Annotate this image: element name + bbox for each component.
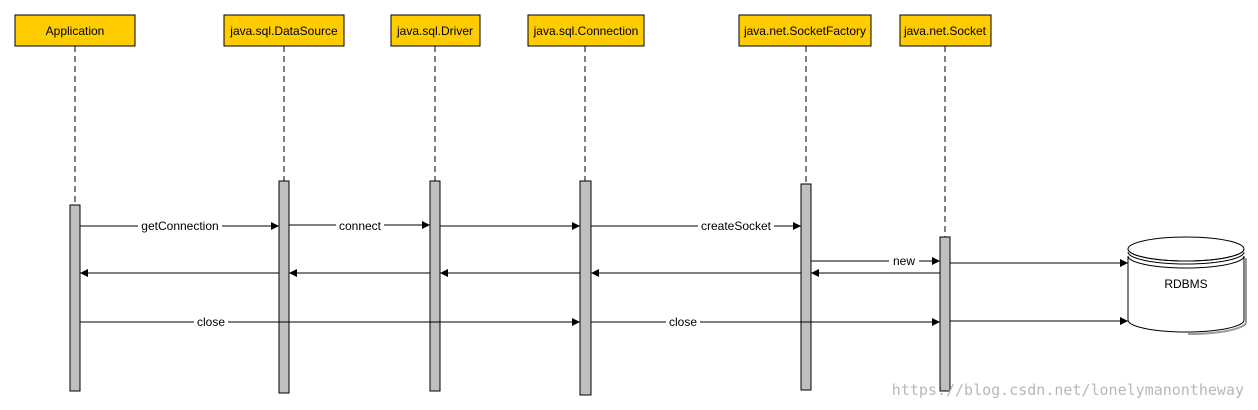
actor-socket: java.net.Socket bbox=[899, 14, 992, 47]
message-label-createsocket: createSocket bbox=[701, 219, 772, 233]
message-label-close-connection: close bbox=[669, 315, 697, 329]
actor-datasource: java.sql.DataSource bbox=[223, 14, 345, 47]
activation-driver bbox=[429, 180, 441, 392]
message-label-close-app: close bbox=[197, 315, 225, 329]
watermark-text: https://blog.csdn.net/lonelymanontheway bbox=[892, 381, 1244, 399]
activation-socket bbox=[939, 236, 951, 392]
actor-driver: java.sql.Driver bbox=[390, 14, 481, 47]
actor-label-socket: java.net.Socket bbox=[903, 24, 987, 38]
activation-socketfactory bbox=[800, 183, 812, 391]
actor-label-datasource: java.sql.DataSource bbox=[229, 24, 338, 38]
database-rdbms: RDBMS bbox=[1127, 236, 1247, 335]
activation-datasource bbox=[278, 180, 290, 394]
actor-label-connection: java.sql.Connection bbox=[533, 24, 639, 38]
actor-label-application: Application bbox=[46, 24, 105, 38]
actor-socketfactory: java.net.SocketFactory bbox=[738, 14, 872, 47]
actor-application: Application bbox=[14, 14, 136, 47]
actor-label-driver: java.sql.Driver bbox=[396, 24, 473, 38]
actor-label-socketfactory: java.net.SocketFactory bbox=[743, 24, 866, 38]
actor-connection: java.sql.Connection bbox=[527, 14, 645, 47]
message-label-new: new bbox=[893, 254, 915, 268]
activation-connection bbox=[579, 180, 592, 396]
message-label-connect: connect bbox=[339, 219, 382, 233]
message-label-getconnection: getConnection bbox=[141, 219, 218, 233]
database-label: RDBMS bbox=[1164, 277, 1207, 291]
activation-application bbox=[69, 204, 81, 392]
